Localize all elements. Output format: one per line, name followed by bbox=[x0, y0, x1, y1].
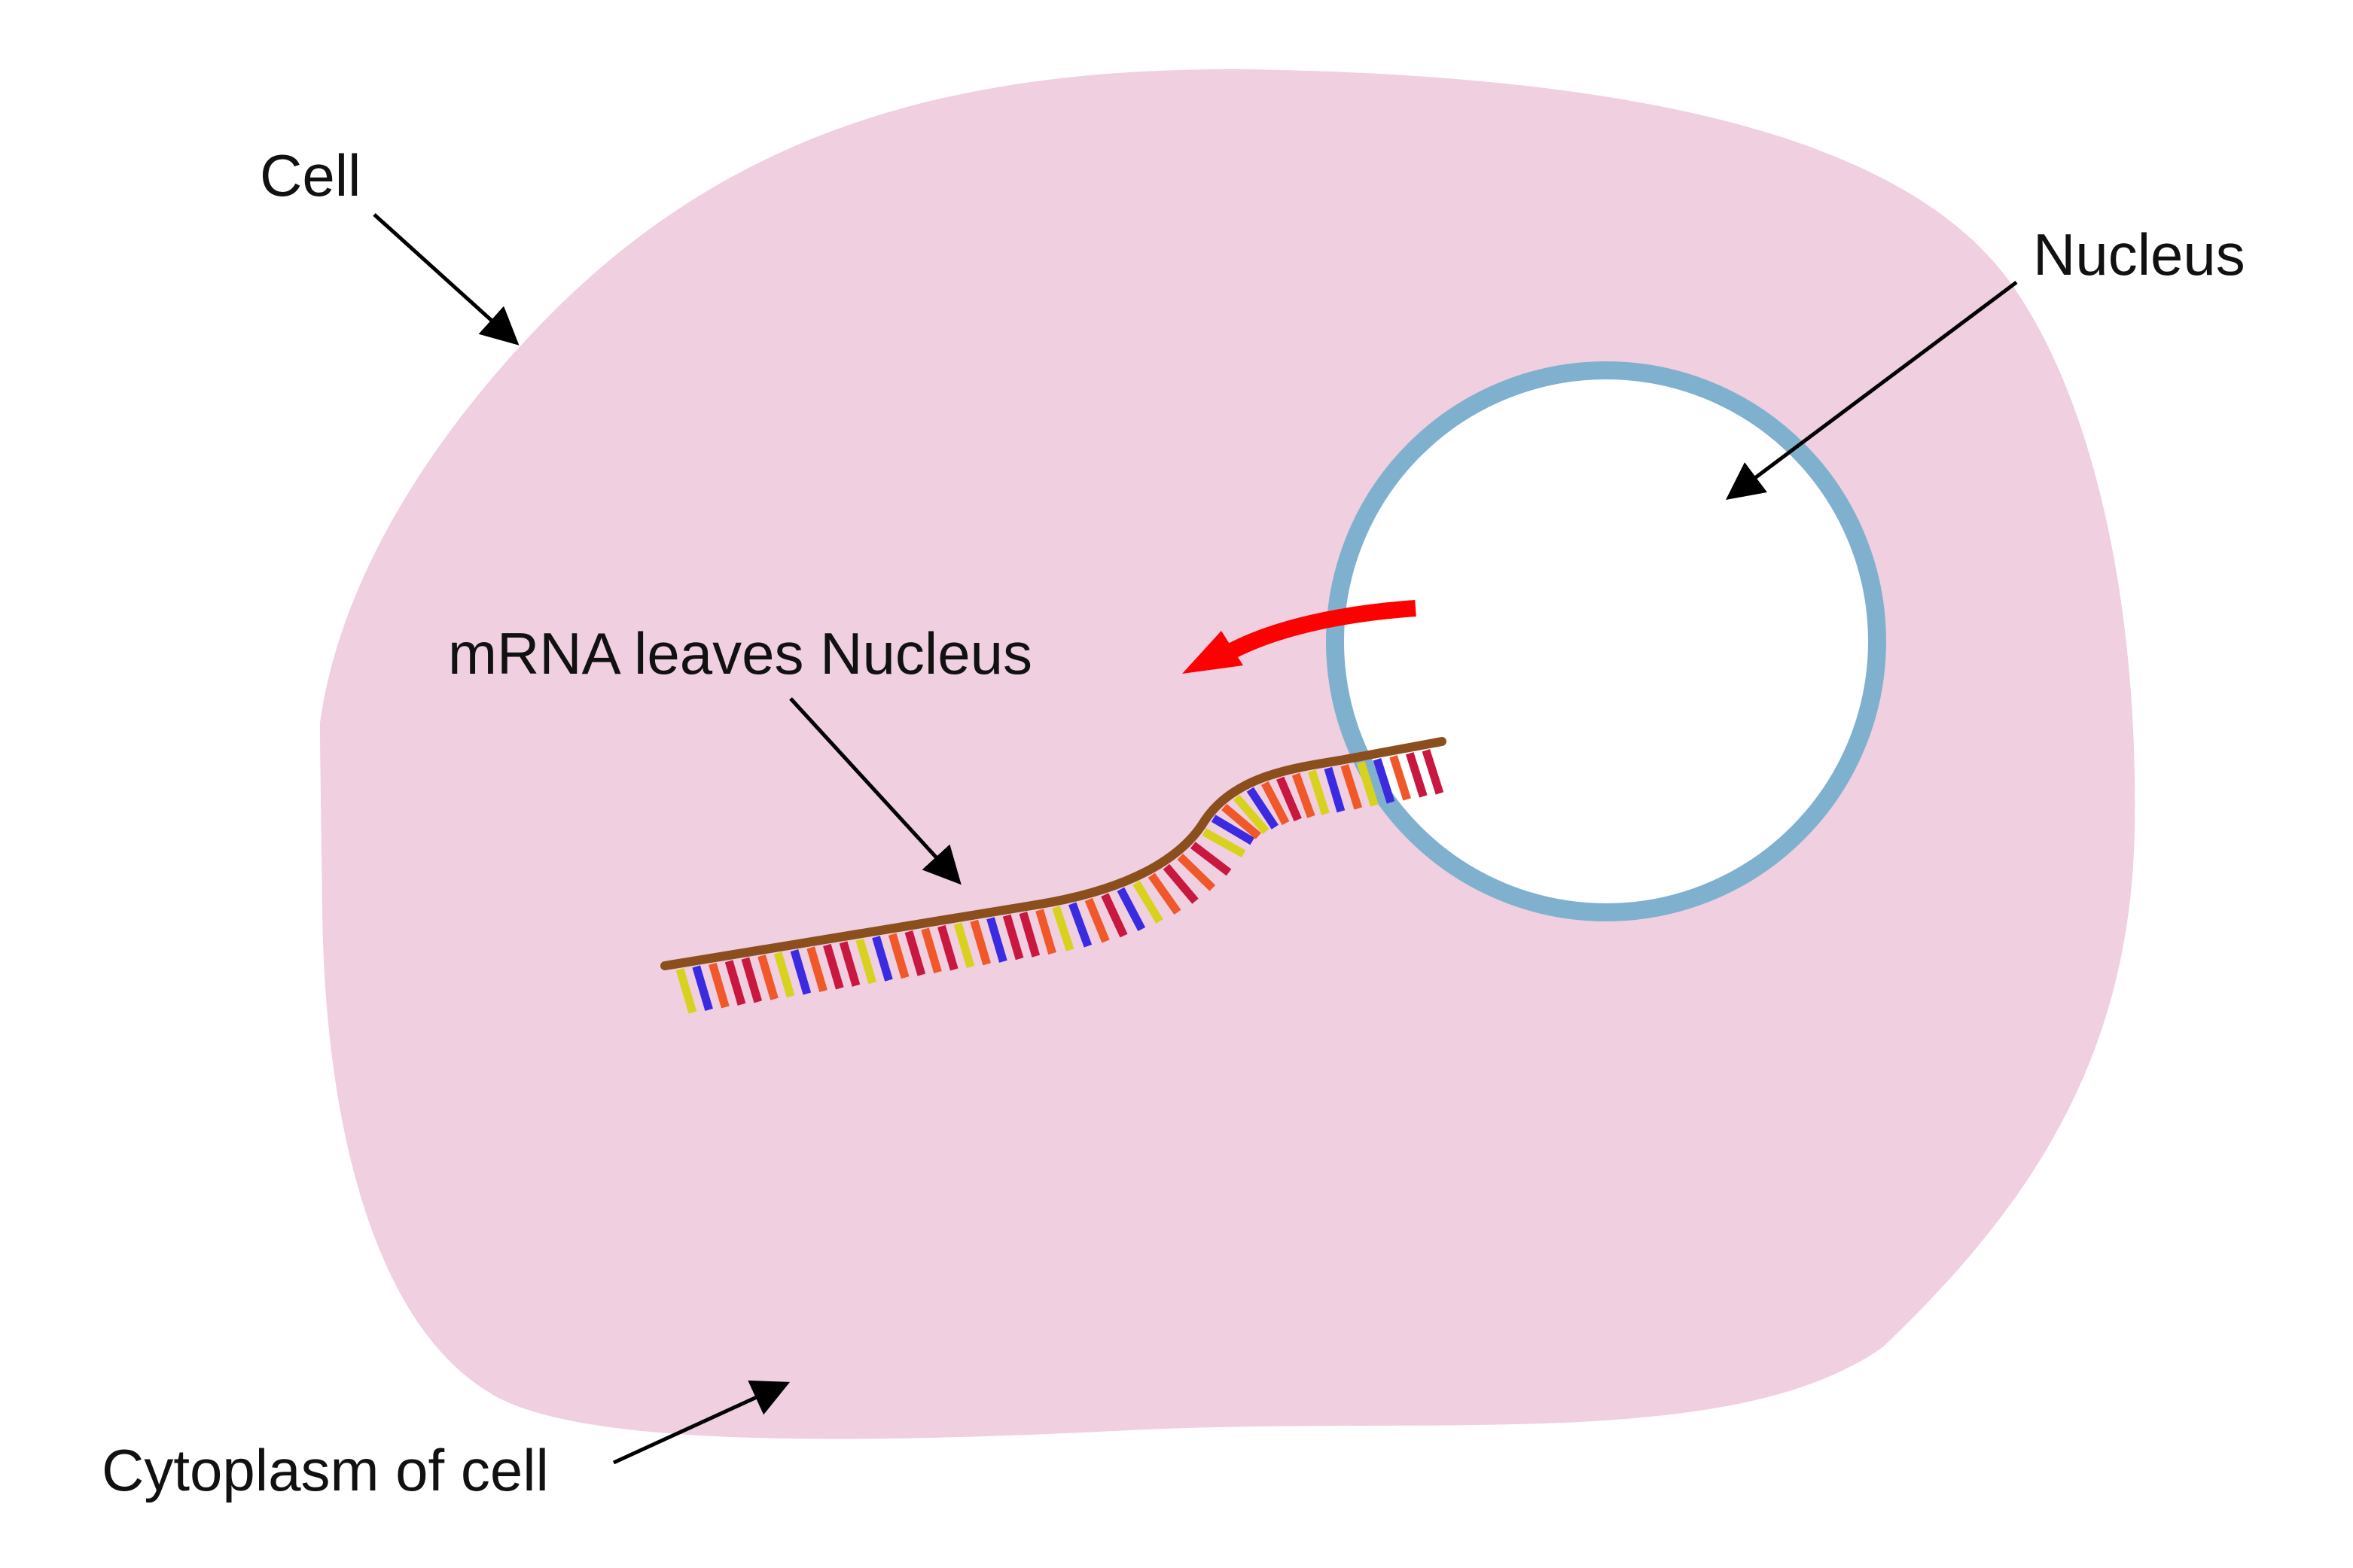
mrna-base bbox=[839, 941, 861, 987]
mrna-base bbox=[970, 919, 991, 966]
mrna-base bbox=[1019, 912, 1041, 958]
mrna-base bbox=[1308, 769, 1330, 815]
mrna-base bbox=[1117, 887, 1146, 931]
mrna-base bbox=[937, 924, 959, 971]
mrna-base bbox=[1389, 755, 1411, 801]
mrna-base bbox=[1101, 893, 1128, 938]
mrna-base bbox=[1211, 814, 1255, 845]
mrna-base bbox=[1163, 863, 1199, 904]
mrna-base bbox=[1148, 872, 1181, 915]
mrna-base bbox=[675, 967, 697, 1014]
mrna-base bbox=[823, 943, 844, 990]
mrna-base bbox=[1132, 880, 1163, 924]
mrna-base bbox=[1357, 761, 1379, 807]
mrna-base bbox=[1246, 787, 1279, 830]
mrna-bases bbox=[675, 749, 1444, 1014]
mrna-base bbox=[1291, 772, 1315, 818]
mrna-label: mRNA leaves Nucleus bbox=[448, 620, 1032, 687]
mrna-base bbox=[904, 930, 926, 976]
mrna-base bbox=[1035, 909, 1056, 955]
mrna-base bbox=[986, 917, 1007, 963]
cytoplasm-pointer-arrow bbox=[612, 1380, 791, 1465]
nucleus bbox=[1326, 361, 1886, 921]
mrna-base bbox=[953, 922, 975, 968]
mrna-pointer-arrow bbox=[789, 697, 962, 885]
cell-label: Cell bbox=[260, 142, 361, 209]
mrna-base bbox=[806, 946, 828, 993]
mrna-base bbox=[921, 927, 942, 974]
cytoplasm-label: Cytoplasm of cell bbox=[102, 1437, 549, 1503]
cell-body bbox=[320, 69, 2135, 1439]
mrna-base bbox=[1190, 842, 1232, 876]
mrna-base bbox=[724, 960, 746, 1006]
mrna-base bbox=[855, 938, 877, 985]
red-curved-arrow-icon bbox=[1182, 600, 1416, 674]
mrna-base bbox=[1052, 906, 1074, 951]
mrna-base bbox=[888, 933, 910, 979]
mrna-base bbox=[1373, 758, 1395, 804]
mrna-base bbox=[1002, 914, 1024, 961]
mrna-base bbox=[773, 951, 795, 998]
mrna-backbone bbox=[660, 737, 1446, 970]
mrna-base bbox=[741, 957, 763, 1003]
mrna-base bbox=[1202, 828, 1246, 858]
mrna-base bbox=[790, 948, 812, 995]
mrna-base bbox=[1221, 803, 1261, 839]
mrna-base bbox=[1340, 764, 1363, 810]
mrna-base bbox=[1324, 766, 1346, 813]
mrna-base bbox=[692, 965, 713, 1012]
mrna-base bbox=[709, 962, 730, 1009]
mrna-base bbox=[1405, 752, 1428, 798]
mrna-base bbox=[1084, 897, 1110, 943]
mrna-base bbox=[1177, 854, 1216, 891]
nucleus-pointer-arrow bbox=[1725, 280, 2018, 500]
mrna-base bbox=[872, 936, 893, 982]
mrna-base bbox=[1233, 794, 1269, 835]
mrna-base bbox=[757, 955, 779, 1000]
mrna-base bbox=[1068, 902, 1093, 948]
nucleus-label: Nucleus bbox=[2033, 221, 2245, 288]
mrna-base bbox=[1260, 781, 1290, 826]
cell-pointer-arrow bbox=[373, 213, 520, 346]
mrna-base bbox=[1276, 776, 1302, 822]
mrna-base bbox=[1422, 749, 1444, 795]
